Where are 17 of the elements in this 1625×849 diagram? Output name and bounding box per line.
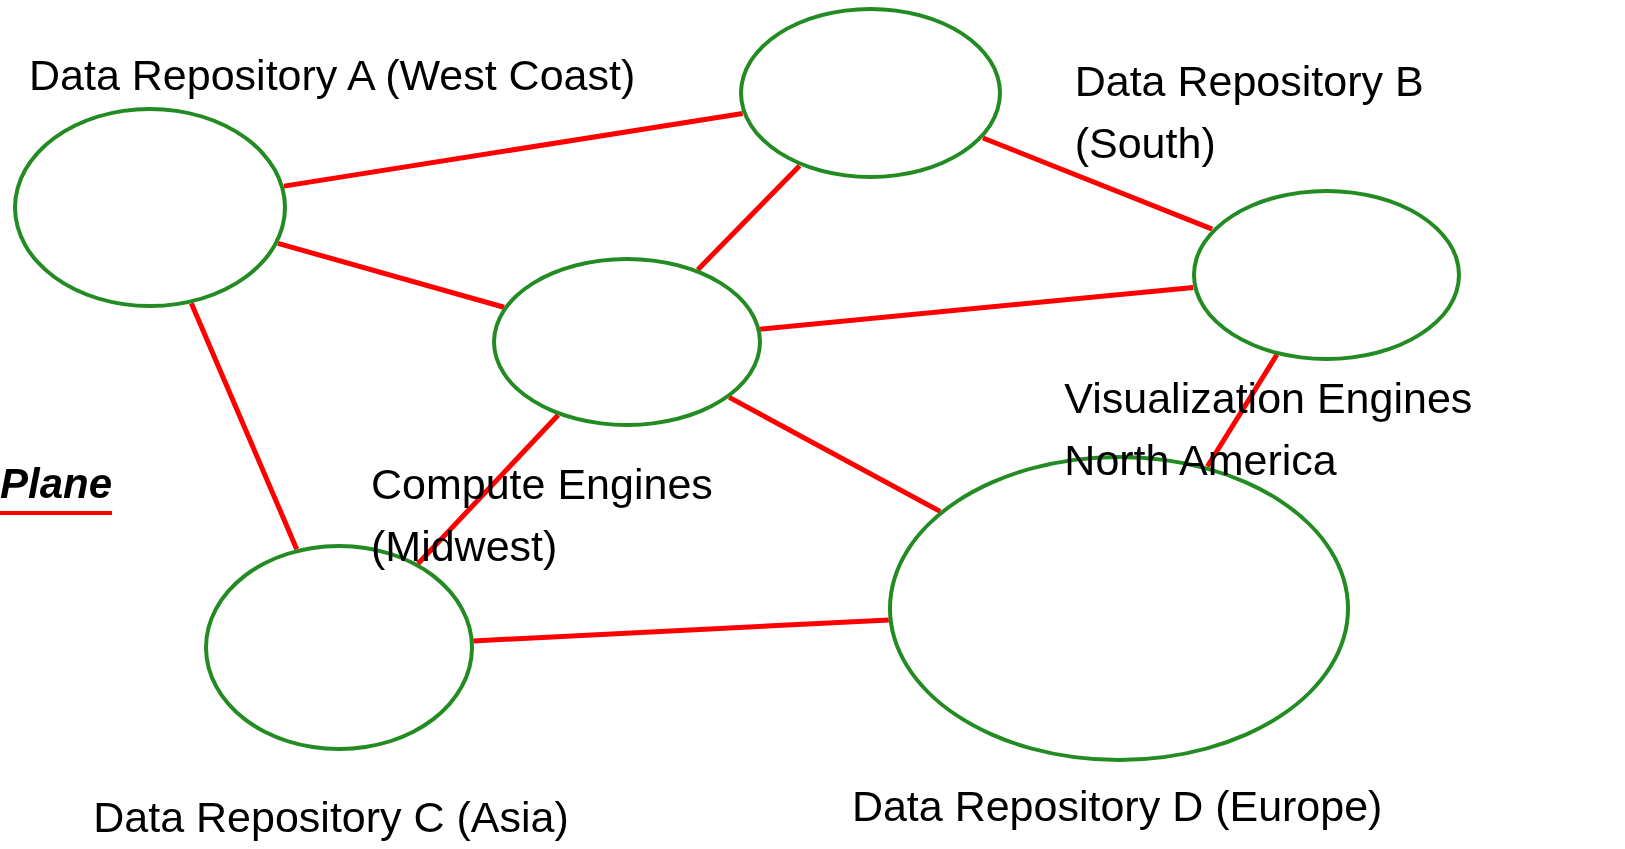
ellipse-node <box>1191 188 1462 361</box>
ellipse-node <box>492 257 762 427</box>
site-label: Data Repository B (South) <box>1074 55 1425 170</box>
site-label: Data Repository A (West Coast) <box>29 49 636 101</box>
connector-line <box>189 302 300 551</box>
connector-line <box>728 395 942 514</box>
ellipse-node <box>13 106 288 308</box>
connector-line <box>473 617 889 644</box>
ellipse-node <box>738 7 1003 180</box>
connector-line <box>696 163 802 272</box>
section-label: Plane <box>0 458 113 515</box>
connector-line <box>982 135 1214 232</box>
connector-line <box>277 240 505 310</box>
connector-line <box>283 111 743 189</box>
connector-line <box>759 284 1194 332</box>
site-label: Data Repository D (Europe) <box>851 781 1383 833</box>
site-label: Data Repository C (Asia) <box>93 791 569 843</box>
